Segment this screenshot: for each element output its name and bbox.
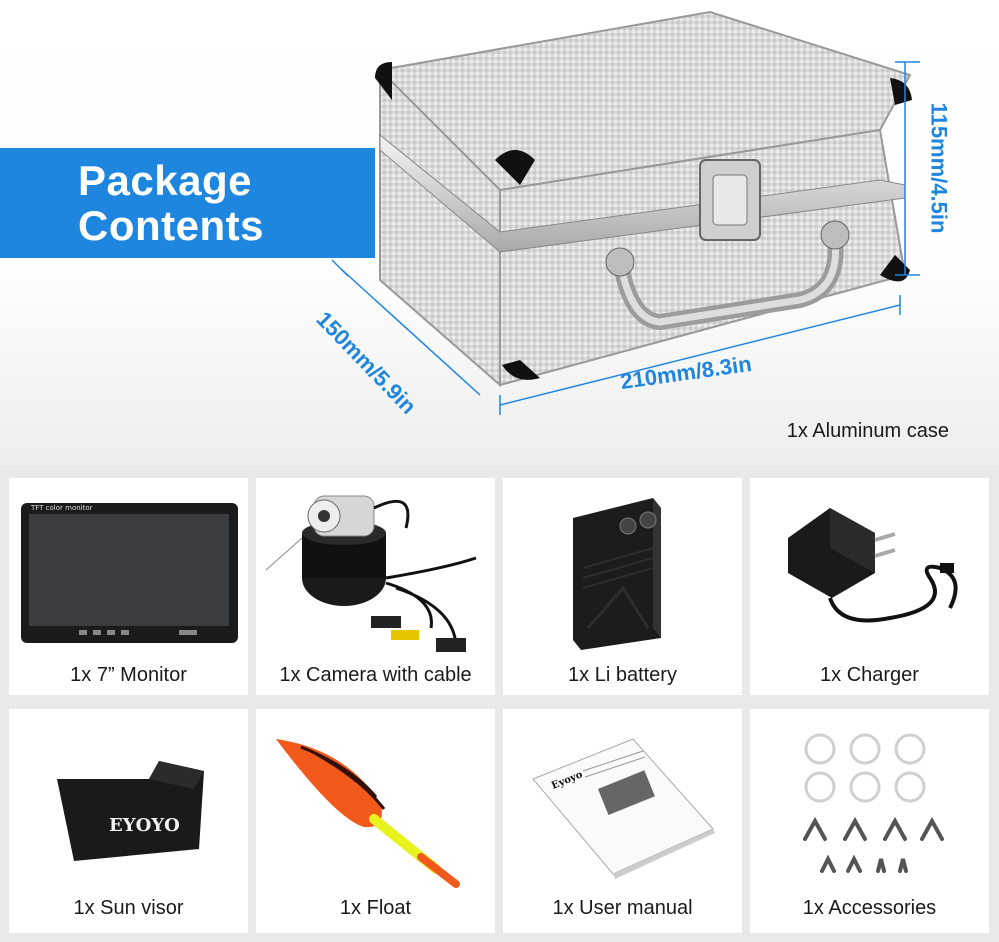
item-card-camera: 1x Camera with cable [256,478,495,695]
item-card-monitor: TFT color monitor 1x 7” Monitor [9,478,248,695]
item-label: 1x Li battery [568,664,677,686]
item-card-sun-visor: EYOYO 1x Sun visor [9,709,248,933]
aluminum-case-caption: 1x Aluminum case [786,420,949,442]
user-manual-image: Eyoyo [532,738,715,879]
charger-image [788,508,958,623]
banner-title-line2: Contents [78,202,264,249]
float-image [276,739,460,888]
package-contents-banner: Package Contents [0,148,375,258]
item-card-battery: 1x Li battery [503,478,742,695]
item-label: 1x Float [339,897,412,919]
camera-with-cable-image [265,495,477,652]
item-card-user-manual: Eyoyo 1x User manual [503,709,742,933]
item-label: 1x Sun visor [73,897,184,919]
item-label: 1x Accessories [802,897,937,919]
item-card-float: 1x Float [256,709,495,933]
monitor-screen-text: TFT color monitor [30,504,93,512]
banner-title-line1: Package [78,157,252,204]
li-battery-image [573,498,661,650]
item-label: 1x 7” Monitor [70,664,187,686]
item-label: 1x Camera with cable [279,664,472,686]
accessories-image [803,733,944,873]
hero-section: Package Contents 210mm/8.3in 150mm/5.9in… [0,0,999,466]
dimension-height-label: 115mm/4.5in [926,102,952,234]
item-card-charger: 1x Charger [750,478,989,695]
item-label: 1x Charger [820,664,919,686]
sun-visor-brand-text: EYOYO [109,815,180,836]
monitor-image: TFT color monitor [21,503,238,643]
sun-visor-image: EYOYO [57,761,204,861]
aluminum-case-image [331,10,920,415]
item-label: 1x User manual [552,897,693,919]
item-card-accessories: 1x Accessories [750,709,989,933]
